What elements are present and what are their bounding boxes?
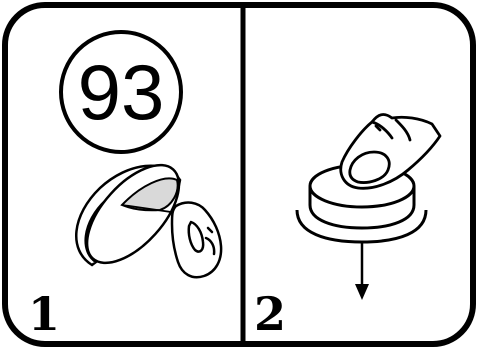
step-number-1: 1 — [28, 287, 60, 341]
badge-number: 93 — [78, 48, 165, 136]
step-number-2: 2 — [254, 287, 286, 341]
number-badge: 93 — [61, 32, 181, 152]
